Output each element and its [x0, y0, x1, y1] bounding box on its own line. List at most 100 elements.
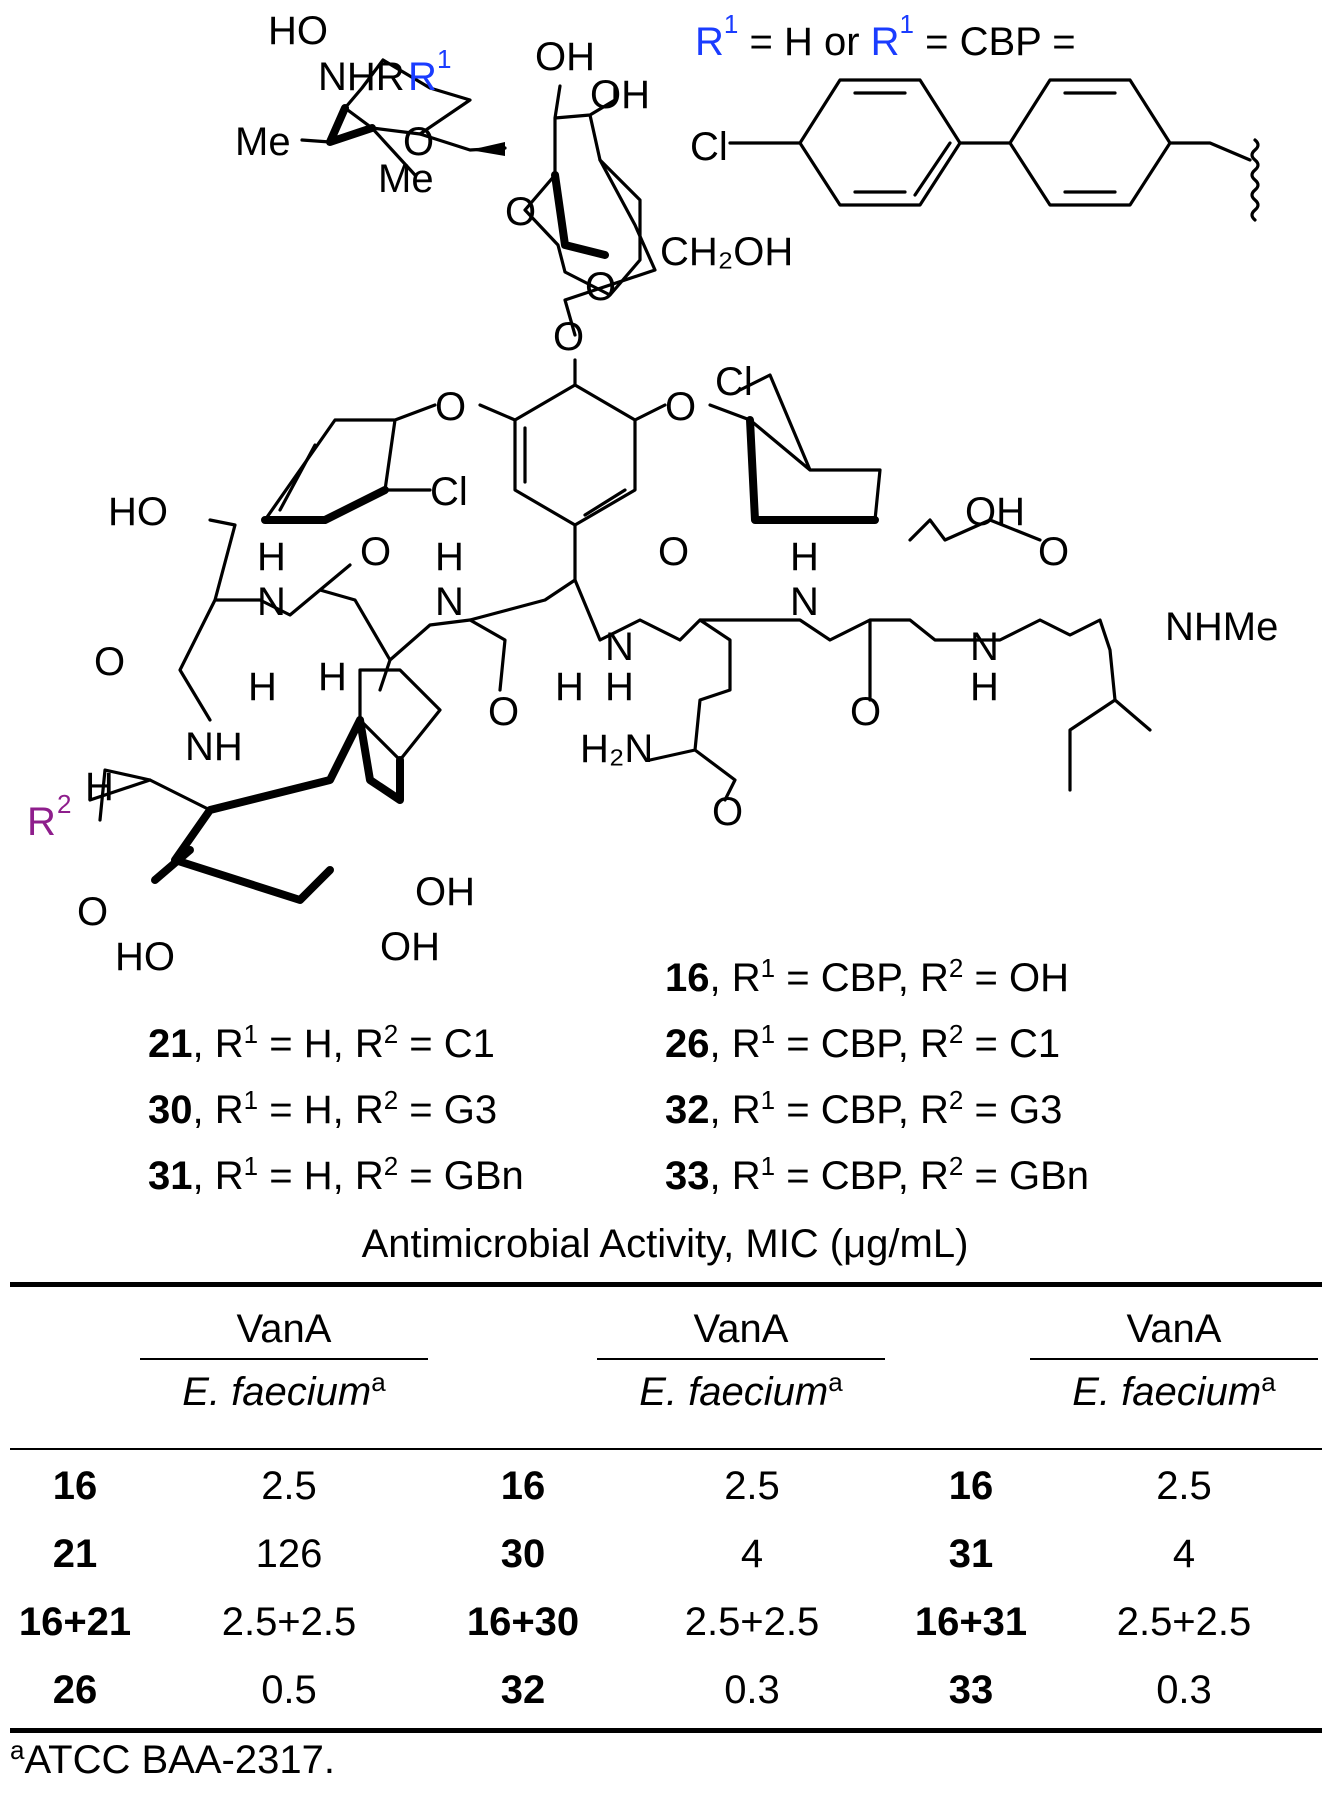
mic-value-cell: 0.3 [1156, 1667, 1212, 1712]
table-top-rule [10, 1282, 1322, 1287]
mic-value-cell: 4 [1172, 1531, 1196, 1576]
label-h-b: H [318, 655, 347, 699]
label-nh4-n: N [790, 580, 819, 624]
label-o-ring1: O [403, 120, 434, 164]
mic-value-cell: 2.5+2.5 [1116, 1599, 1252, 1644]
label-me2: Me [378, 157, 434, 201]
compound-def-30: 30, R1 = H, R2 = G3 [148, 1085, 498, 1132]
label-cl-right: Cl [715, 360, 753, 404]
atom-labels: HO NHR R 1 Me Me O OH OH O CH₂OH O O O O… [27, 9, 1278, 979]
label-r1-sup: 1 [437, 44, 451, 74]
table-row: 26 0.5 32 0.3 33 0.3 [10, 1656, 1322, 1724]
mic-value-cell: 4 [740, 1531, 764, 1576]
label-oh-right: OH [965, 490, 1025, 534]
svg-text:R1 = H or R1 = CBP =: R1 = H or R1 = CBP = [695, 9, 1076, 64]
chemical-structure: HO NHR R 1 Me Me O OH OH O CH₂OH O O O O… [27, 9, 1278, 979]
label-oh-bot1: OH [415, 870, 475, 914]
mic-value-cell: 126 [255, 1531, 323, 1576]
label-r1: R [408, 55, 437, 99]
group-header-3: VanA E. faeciuma [1030, 1300, 1318, 1420]
label-h2n: H₂N [580, 727, 653, 771]
label-nh2-n: N [435, 580, 464, 624]
label-nhr: NHR [318, 55, 405, 99]
r1-definition: R1 = H or R1 = CBP = [695, 9, 1076, 64]
mic-value-cell: 0.5 [261, 1667, 317, 1712]
compound-id-cell: 30 [500, 1531, 546, 1576]
compound-id-cell: 16+21 [18, 1599, 132, 1644]
compound-id-cell: 16+31 [914, 1599, 1028, 1644]
label-me1: Me [235, 120, 291, 164]
label-nh1-n: N [257, 580, 286, 624]
compound-def-32: 32, R1 = CBP, R2 = G3 [665, 1085, 1063, 1132]
label-oh-bot2: OH [380, 925, 440, 969]
table-row: 21 126 30 4 31 4 [10, 1520, 1322, 1588]
compound-id-cell: 32 [500, 1667, 546, 1712]
mic-value-cell: 2.5 [724, 1463, 780, 1508]
compound-id-cell: 33 [948, 1667, 994, 1712]
r1-def-sup: 1 [724, 9, 738, 39]
label-nhme: NHMe [1165, 605, 1278, 649]
mic-value-cell: 0.3 [724, 1667, 780, 1712]
mic-value-cell: 2.5 [1156, 1463, 1212, 1508]
table-row: 16 2.5 16 2.5 16 2.5 [10, 1452, 1322, 1520]
compound-id-cell: 16 [52, 1463, 98, 1508]
r1-def-r: R [695, 20, 724, 64]
label-h-c: H [555, 665, 584, 709]
compound-id-cell: 16 [500, 1463, 546, 1508]
label-oh1: OH [535, 35, 595, 79]
group-header-organism-3: E. faeciuma [1072, 1367, 1276, 1414]
label-nh2-h: H [435, 535, 464, 579]
bond-lines [88, 58, 1260, 904]
label-cl-left: Cl [430, 470, 468, 514]
label-o-co3: O [488, 690, 519, 734]
r1-def-r-b: R [871, 20, 900, 64]
label-nh5-n: N [970, 625, 999, 669]
label-o-left: O [435, 385, 466, 429]
group-header-vana-1: VanA [140, 1300, 428, 1360]
group-header-vana-3: VanA [1030, 1300, 1318, 1360]
table-header-rule [10, 1448, 1322, 1450]
label-ho-left: HO [108, 490, 168, 534]
label-h-a: H [248, 665, 277, 709]
label-r2-sup: 2 [57, 789, 71, 819]
compound-def-21: 21, R1 = H, R2 = C1 [148, 1019, 495, 1066]
mic-value-cell: 2.5+2.5 [221, 1599, 357, 1644]
label-h-r2: H [85, 765, 114, 809]
label-o-co7: O [712, 790, 743, 834]
compound-id-cell: 16 [948, 1463, 994, 1508]
label-cl-biphenyl: Cl [690, 125, 728, 169]
mic-value-cell: 2.5+2.5 [684, 1599, 820, 1644]
compound-id-cell: 26 [52, 1667, 98, 1712]
label-r2: R [27, 800, 56, 844]
label-nh1-h: H [257, 535, 286, 579]
group-header-organism-1: E. faeciuma [182, 1367, 386, 1414]
compound-def-26: 26, R1 = CBP, R2 = C1 [665, 1019, 1061, 1066]
r1-def-mid: = H or [738, 20, 870, 64]
label-o-co1: O [94, 640, 125, 684]
label-nh5-h: H [970, 665, 999, 709]
group-header-1: VanA E. faeciuma [140, 1300, 428, 1420]
compound-def-16: 16, R1 = CBP, R2 = OH [665, 953, 1069, 1000]
label-o-amide: O [77, 890, 108, 934]
group-header-vana-2: VanA [597, 1300, 885, 1360]
compound-id-cell: 31 [948, 1531, 994, 1576]
compound-id-cell: 16+30 [466, 1599, 580, 1644]
compound-def-33: 33, R1 = CBP, R2 = GBn [665, 1151, 1090, 1198]
label-oh2: OH [590, 73, 650, 117]
label-nh6: NH [185, 725, 243, 769]
mic-value-cell: 2.5 [261, 1463, 317, 1508]
compound-def-31: 31, R1 = H, R2 = GBn [148, 1151, 524, 1198]
label-o-co6: O [1038, 530, 1069, 574]
group-header-2: VanA E. faeciuma [597, 1300, 885, 1420]
table-caption: Antimicrobial Activity, MIC (μg/mL) [361, 1222, 969, 1266]
label-o-link2: O [553, 315, 584, 359]
compound-id-cell: 21 [52, 1531, 98, 1576]
label-o-link1: O [505, 190, 536, 234]
mic-table: 16 2.5 16 2.5 16 2.5 21 126 30 4 31 4 16… [10, 1452, 1322, 1724]
label-o-co5: O [850, 690, 881, 734]
label-ho-sugar: HO [268, 9, 328, 53]
label-o-co4: O [658, 530, 689, 574]
group-header-organism-2: E. faeciuma [639, 1367, 843, 1414]
r1-def-sup-b: 1 [900, 9, 914, 39]
r1-def-end: = CBP = [914, 20, 1076, 64]
